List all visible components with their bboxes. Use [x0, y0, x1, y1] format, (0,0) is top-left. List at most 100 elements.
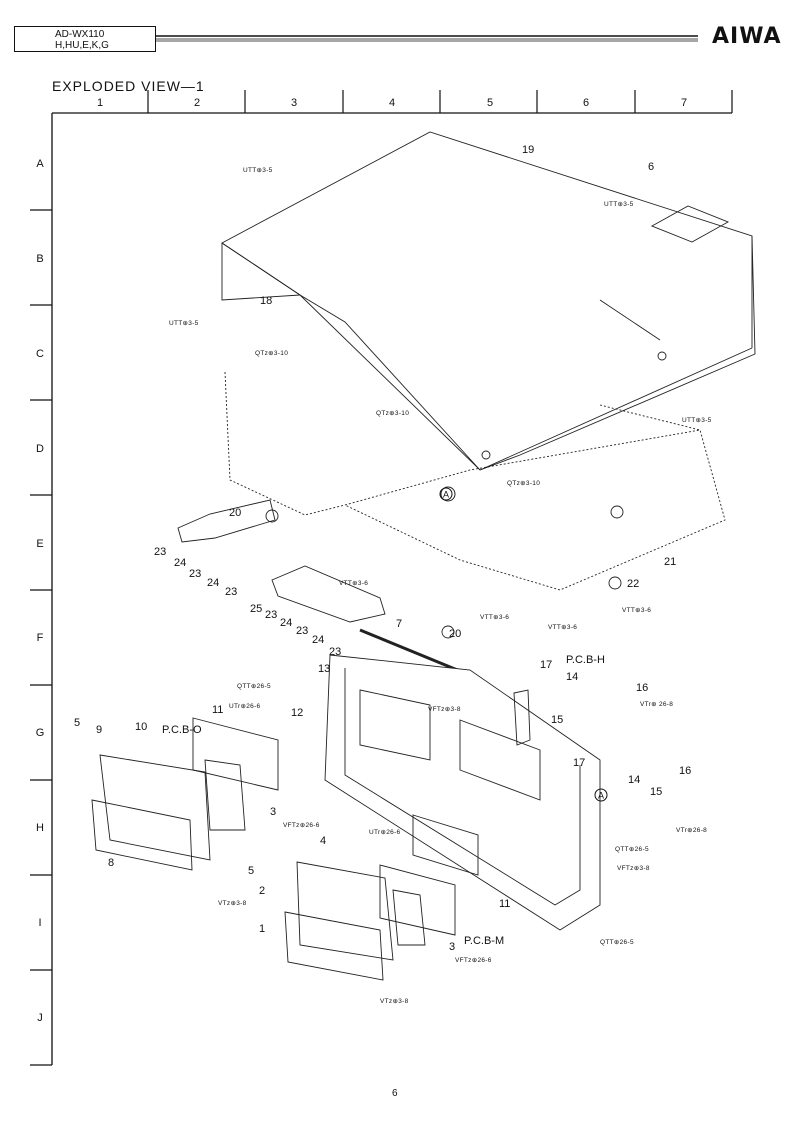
part-label: 24 [207, 577, 219, 589]
part-label: 1 [259, 923, 265, 935]
screw-label: VTr⊕26-8 [676, 827, 707, 834]
grid-row-label: J [37, 1012, 43, 1024]
part-label: 24 [280, 617, 292, 629]
part-label: 17 [573, 757, 585, 769]
screw-label: QTT⊕26-5 [237, 683, 271, 690]
screw-label: UTT⊕3-5 [169, 320, 199, 327]
grid-column-ticks [147, 90, 733, 113]
part-label: 23 [329, 646, 341, 658]
part-label: 24 [174, 557, 186, 569]
part-label: 14 [566, 671, 578, 683]
grid-row-label: C [36, 348, 44, 360]
screw-label: VTz⊕3-8 [380, 998, 409, 1005]
part-label: 11 [499, 898, 510, 910]
grid-column-label: 7 [681, 97, 687, 109]
grid-row-label: D [36, 443, 44, 455]
part-label: 18 [260, 295, 272, 307]
callout-label: A [443, 490, 449, 500]
part-label: 24 [312, 634, 324, 646]
part-label: 17 [540, 659, 552, 671]
screw-label: UTT⊕3-5 [682, 417, 712, 424]
part-label: 8 [108, 857, 114, 869]
callouts: AA [439, 487, 608, 802]
part-label: 20 [449, 628, 461, 640]
part-label: 14 [628, 774, 640, 786]
grid-column-label: 6 [583, 97, 589, 109]
grid-column-label: 5 [487, 97, 493, 109]
grid-frame [30, 112, 732, 1066]
header-rules [156, 35, 698, 42]
button-strip-1 [177, 499, 276, 543]
part-label: P.C.B-M [464, 935, 504, 947]
part-label: 23 [154, 546, 166, 558]
screw-label: QTz⊕3-10 [376, 410, 409, 417]
model-variants: H,HU,E,K,G [55, 40, 109, 51]
part-label: 23 [296, 625, 308, 637]
brand-logo: AIWA [712, 24, 782, 49]
button-strip-2 [271, 565, 386, 623]
part-label: 22 [627, 578, 639, 590]
screw-label: VFTz⊕3-8 [428, 706, 461, 713]
grid-column-label: 3 [291, 97, 297, 109]
callout-circle [594, 788, 608, 802]
screw-label: VFTz⊕26-6 [455, 957, 492, 964]
screw-label: VTT⊕3-6 [339, 580, 368, 587]
part-label: 4 [320, 835, 326, 847]
part-label: 5 [248, 865, 254, 877]
model-number: AD-WX110 [55, 29, 105, 40]
part-label: 10 [135, 721, 147, 733]
screw-label: VTT⊕3-6 [622, 607, 651, 614]
grid-column-label: 4 [389, 97, 395, 109]
screw-label: UTr⊕26-6 [369, 829, 401, 836]
part-label: 12 [291, 707, 303, 719]
drawing [91, 131, 756, 981]
page-number: 6 [392, 1088, 398, 1099]
screw-label: QTT⊕26-5 [600, 939, 634, 946]
cassette-door-left [99, 754, 211, 861]
part-label: P.C.B-H [566, 654, 605, 666]
part-label: 2 [259, 885, 265, 897]
part-label: 19 [522, 144, 534, 156]
part-label: 3 [449, 941, 455, 953]
part-label: 6 [648, 161, 654, 173]
screw-label: VTr⊕ 26-8 [640, 701, 673, 708]
grid-column-label: 2 [194, 97, 200, 109]
part-label: 23 [225, 586, 237, 598]
grid-row-label: H [36, 822, 44, 834]
part-label: 9 [96, 724, 102, 736]
screw-label: QTz⊕3-10 [255, 350, 288, 357]
grid-row-label: E [36, 538, 43, 550]
part-label: 16 [679, 765, 691, 777]
part-label: 20 [229, 507, 241, 519]
grid-column-label: 1 [97, 97, 103, 109]
part-label: 5 [74, 717, 80, 729]
grid-row-label: G [36, 727, 45, 739]
part-label: 3 [270, 806, 276, 818]
grid-row-label: A [36, 158, 44, 170]
cassette-door-right [296, 861, 394, 961]
screw-label: VTT⊕3-6 [548, 624, 577, 631]
part-label: 25 [250, 603, 262, 615]
part-label: P.C.B-O [162, 724, 202, 736]
model-box: AD-WX110 H,HU,E,K,G [14, 26, 156, 52]
screw-label: UTr⊕26-6 [229, 703, 261, 710]
screw-label: VFTz⊕3-8 [617, 865, 650, 872]
chassis [224, 371, 726, 591]
part-label: 21 [664, 556, 676, 568]
screw-label: UTT⊕3-5 [243, 167, 273, 174]
part-label: 16 [636, 682, 648, 694]
screw-label: VTz⊕3-8 [218, 900, 247, 907]
part-label: 11 [212, 704, 223, 716]
screw-label: VFTz⊕26-6 [283, 822, 320, 829]
part-label: 13 [318, 663, 330, 675]
pcb-h [513, 689, 531, 746]
grid-row-label: I [38, 917, 41, 929]
screw-label: VTT⊕3-6 [480, 614, 509, 621]
page-title: EXPLODED VIEW—1 [52, 78, 205, 94]
part-label: 23 [265, 609, 277, 621]
part-label: 7 [396, 618, 402, 630]
callout-circle [439, 487, 453, 501]
